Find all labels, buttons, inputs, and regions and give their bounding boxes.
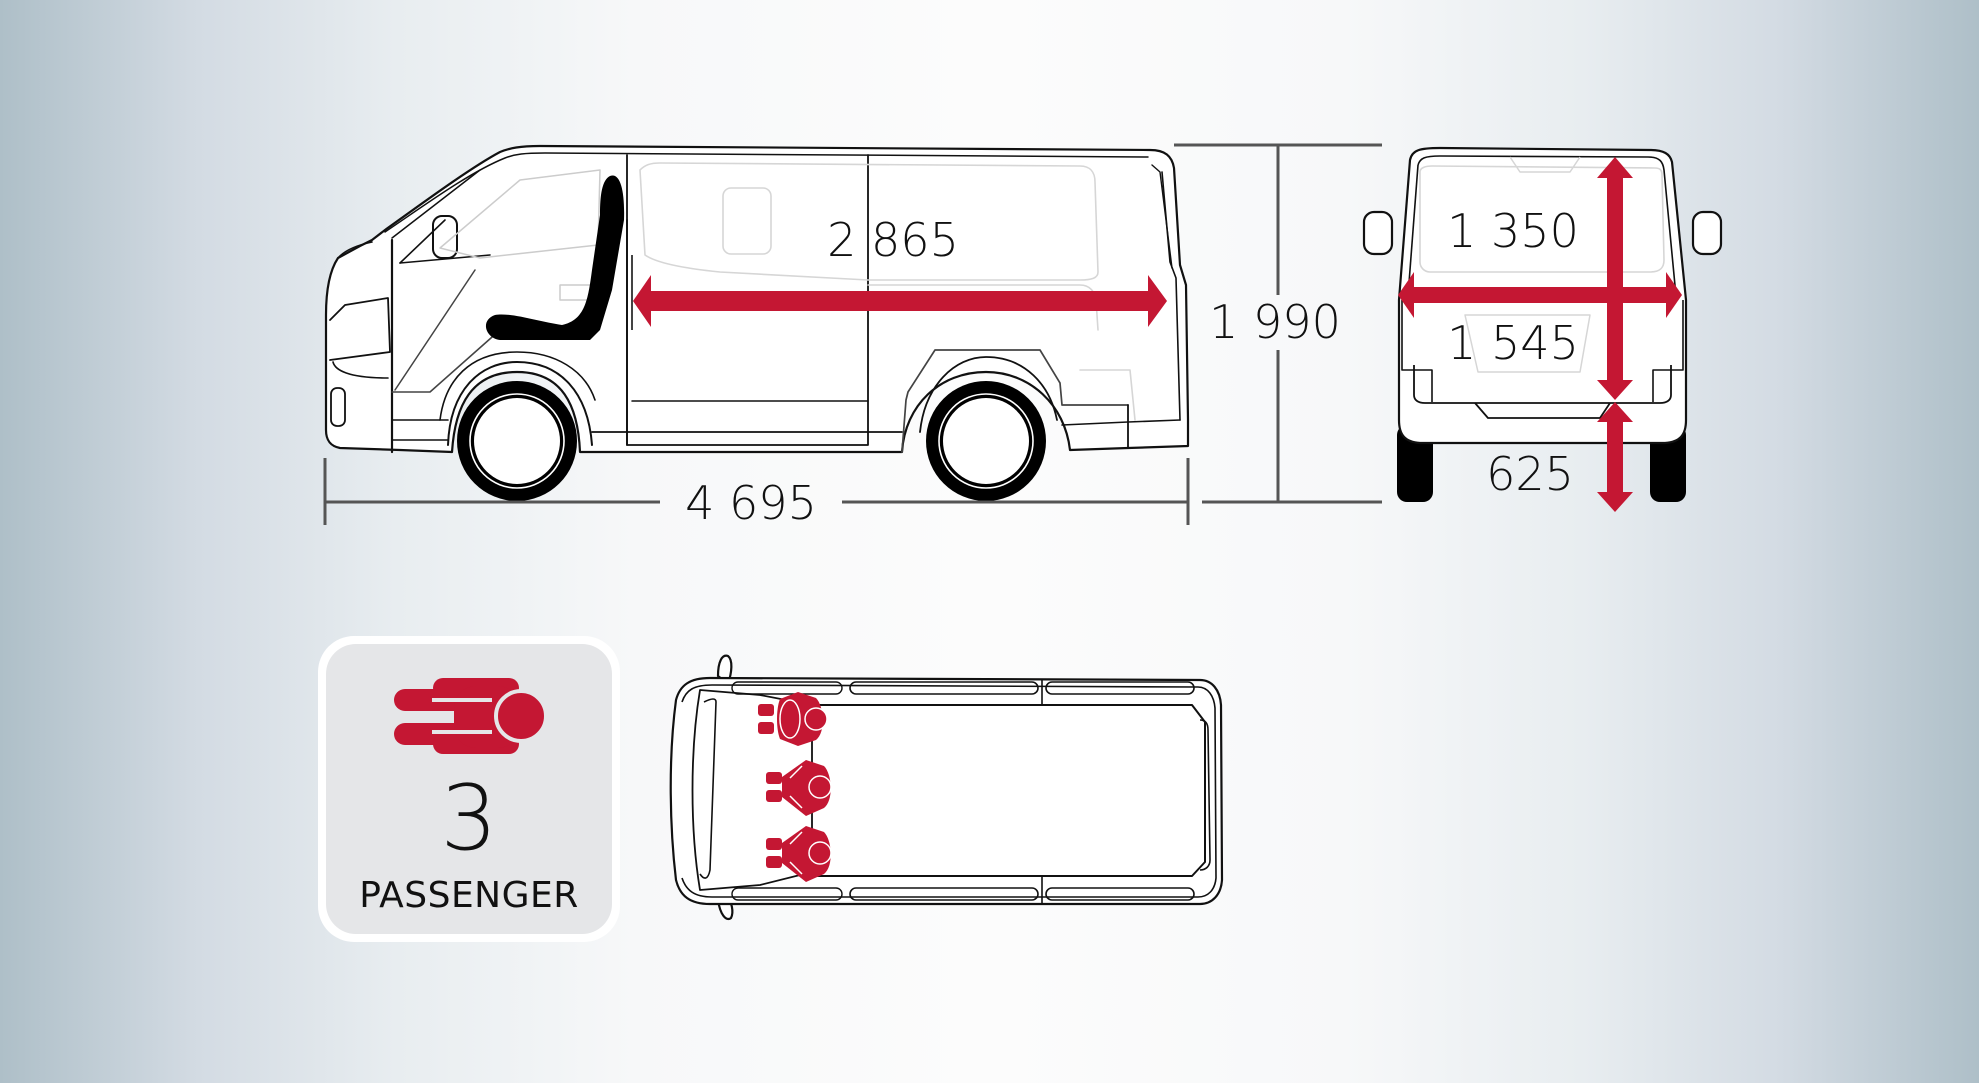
rear-door-height-arrow xyxy=(1597,157,1633,400)
overall-length-dimension xyxy=(323,458,1190,525)
rear-door-height-label: 1 350 xyxy=(1447,204,1579,258)
cargo-length-arrow xyxy=(633,275,1167,327)
passenger-count: 3 xyxy=(440,766,498,871)
front-wheel-side xyxy=(457,381,577,501)
rear-wheel-side xyxy=(926,381,1046,501)
person-seated-icon xyxy=(758,692,828,746)
overall-height-label: 1 990 xyxy=(1209,295,1341,349)
driver-seat-icon xyxy=(485,175,625,340)
passenger-label: PASSENGER xyxy=(359,875,579,916)
overall-height-dimension xyxy=(1174,143,1382,504)
rear-door-width-label: 1 545 xyxy=(1447,316,1579,370)
cargo-length-label: 2 865 xyxy=(827,213,959,267)
van-top-view xyxy=(669,654,1224,921)
overall-length-label: 4 695 xyxy=(685,476,817,530)
occupant-icons xyxy=(758,692,832,882)
person-seated-icon xyxy=(766,760,832,816)
load-floor-height-arrow xyxy=(1597,402,1633,512)
speed-passenger-icon xyxy=(394,678,548,754)
load-floor-height-label: 625 xyxy=(1486,447,1574,501)
passenger-capacity-badge: 3 PASSENGER xyxy=(318,636,620,942)
rear-door-width-arrow xyxy=(1398,272,1682,318)
person-seated-icon xyxy=(766,826,832,882)
